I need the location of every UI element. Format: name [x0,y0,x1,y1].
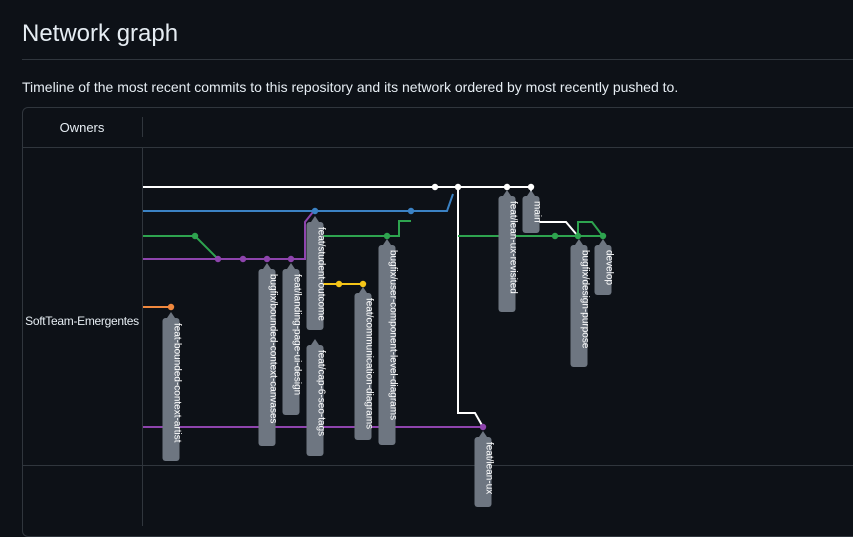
commit-dot[interactable] [214,255,222,263]
commit-dot[interactable] [167,303,175,311]
branch-label-text: develop [604,250,615,285]
branch-label-text: feat/communication-diagrams [364,298,375,429]
commit-dot[interactable] [335,280,343,288]
commit-dot[interactable] [263,255,271,263]
branch-label-main[interactable]: main [522,190,543,233]
branch-label-feat-lean-ux[interactable]: feat/lean-ux [474,431,495,507]
title-divider [22,59,853,60]
owner-name: SoftTeam-Emergentes [25,314,139,328]
commit-dot[interactable] [311,207,319,215]
page-title: Network graph [22,20,179,47]
commit-dot[interactable] [479,423,487,431]
branch-label-feat-bounded-context-artist[interactable]: feat-bounded-context-artist [162,312,183,461]
owner-column-divider [142,148,143,526]
branch-label-bugfix-design-purpose[interactable]: bugfix/design-purpose [570,239,591,367]
branch-label-text: feat/lean-ux [484,442,495,494]
commit-dot[interactable] [239,255,247,263]
branch-label-text: feat-bounded-context-artist [172,323,183,443]
commit-dot[interactable] [191,232,199,240]
commit-dot[interactable] [551,232,559,240]
branch-label-feat-communication-diagrams[interactable]: feat/communication-diagrams [354,287,375,440]
branch-label-feat-cap-6-seo-tags[interactable]: feat/cap-6-seo-tags [306,339,327,456]
main-to-lean-ux-link [457,187,484,428]
branch-label-text: feat/lean-ux-revisited [508,201,519,294]
branch-label-bugfix-bounded-context-canvases[interactable]: bugfix/bounded-context-canvases [258,263,279,446]
branch-label-feat-landing-page-ui-design[interactable]: feat/landing-page-ui-design [282,263,303,415]
purple-line-upper [143,211,314,260]
branch-label-text: main [532,201,543,223]
owner-row-divider [23,465,853,466]
branch-label-text: bugfix/user-component-level-diagrams [388,250,399,420]
commit-dot[interactable] [574,232,582,240]
owners-column-header: Owners [59,119,105,135]
green-merge-link [577,221,603,236]
commit-dot[interactable] [407,207,415,215]
network-graph-canvas[interactable]: feat-bounded-context-artist bugfix/bounde… [0,0,853,526]
branch-label-feat-student-outcome[interactable]: feat/student-outcome [306,216,327,330]
page-description: Timeline of the most recent commits to t… [22,79,679,95]
branch-label-text: feat/student-outcome [316,227,327,321]
commit-dot[interactable] [527,183,535,191]
header-separator [142,117,143,137]
branch-label-text: bugfix/design-purpose [580,250,591,349]
commit-dot[interactable] [287,255,295,263]
branch-label-bugfix-user-component-level-diagrams[interactable]: bugfix/user-component-level-diagrams [378,239,399,445]
branch-label-text: bugfix/bounded-context-canvases [268,274,279,424]
header-divider [23,147,853,148]
commit-dot[interactable] [454,183,462,191]
blue-line [143,193,454,212]
commit-dot[interactable] [599,232,607,240]
green-line-mid [315,220,411,237]
commit-dot[interactable] [359,280,367,288]
branch-label-text: feat/cap-6-seo-tags [316,350,327,436]
commit-dot[interactable] [503,183,511,191]
branch-label-develop[interactable]: develop [594,239,615,295]
commit-dot[interactable] [383,232,391,240]
green-line-upper [143,235,219,260]
branch-label-text: feat/landing-page-ui-design [292,274,303,395]
branch-label-feat-lean-ux-revisited[interactable]: feat/lean-ux-revisited [498,190,519,312]
commit-dot[interactable] [431,183,439,191]
